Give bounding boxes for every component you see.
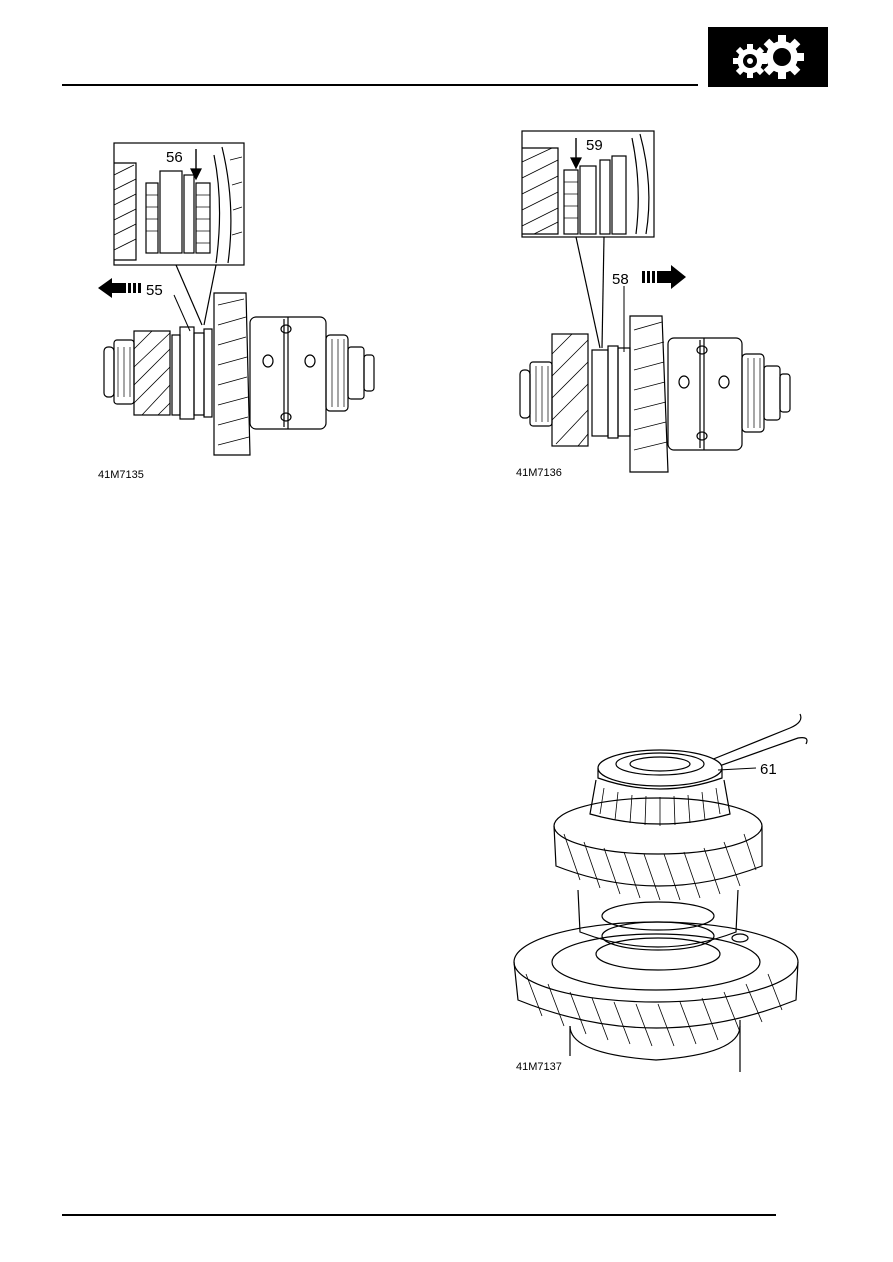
- callout-61: 61: [760, 761, 777, 778]
- callout-58: 58: [612, 271, 629, 288]
- section-badge: [708, 27, 828, 87]
- figure-41m7137: 61 41M7137: [513, 713, 808, 1073]
- callout-56: 56: [166, 149, 183, 166]
- callout-59: 59: [586, 137, 603, 154]
- figure-41m7135: 56 55 41M7135: [98, 142, 375, 481]
- gears-icon: [733, 35, 804, 79]
- footer-rule: [62, 1214, 776, 1216]
- figure-ref: 41M7136: [516, 467, 562, 479]
- figure-ref: 41M7135: [98, 469, 144, 481]
- figure-ref: 41M7137: [516, 1061, 562, 1073]
- header-rule: [62, 84, 698, 86]
- callout-55: 55: [146, 282, 163, 299]
- figure-41m7136: 59 58 41M7136: [516, 130, 791, 479]
